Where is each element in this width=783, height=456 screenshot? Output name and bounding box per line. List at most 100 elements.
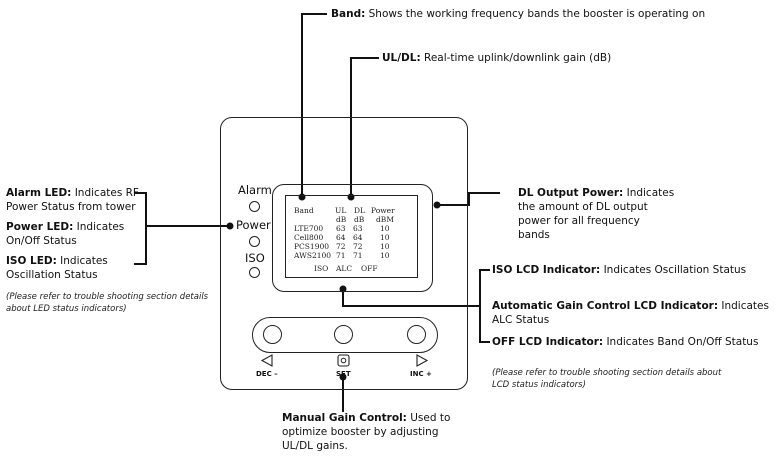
lcd-row-ul: 64 [336, 233, 346, 242]
lcd-header-band: Band [294, 206, 314, 215]
alc-text: Indicates ALC Status [492, 300, 769, 326]
dl-power-text: bands [518, 229, 550, 241]
alc-title: Automatic Gain Control LCD Indicator: [492, 300, 719, 312]
lcd-row-dl: 64 [353, 233, 363, 242]
lcd-row-dl: 63 [353, 224, 363, 233]
lcd-bezel [272, 184, 433, 292]
lcd-note-line: (Please refer to trouble shooting sectio… [492, 368, 722, 378]
dl-power-text: the amount of DL output [518, 201, 648, 213]
iso-led-annotation: ISO LED: Indicates Oscillation Status [6, 254, 108, 282]
dec-button[interactable] [263, 325, 282, 344]
ul-dl-text: Real-time uplink/downlink gain (dB) [420, 52, 612, 64]
booster-device [220, 117, 468, 390]
dl-power-dot [433, 201, 441, 209]
iso-led [249, 267, 260, 278]
lcd-row-power: 10 [380, 251, 390, 260]
manual-text: Used to [406, 412, 451, 424]
manual-text: UL/DL gains. [282, 440, 348, 452]
dec-label: DEC – [256, 370, 278, 378]
ul-dl-title: UL/DL: [382, 52, 421, 64]
off-title: OFF LCD Indicator: [492, 336, 604, 348]
lcd-row-power: 10 [380, 224, 390, 233]
lcd-row-power: 10 [380, 242, 390, 251]
dl-power-title: DL Output Power: [518, 187, 624, 199]
power-annotation: Power LED: Indicates On/Off Status [6, 220, 124, 248]
alc-dot [339, 285, 347, 293]
band-title: Band: [331, 8, 366, 20]
iso-led-title: ISO LED: [6, 255, 57, 267]
led-note-line: about LED status indicators) [6, 304, 127, 314]
lcd-unit-power: dBM [376, 215, 394, 224]
dl-power-text: power for all frequency [518, 215, 640, 227]
dl-power-text: Indicates [623, 187, 675, 199]
button-panel [252, 317, 438, 353]
alarm-annotation: Alarm LED: Indicates RF Power Status fro… [6, 186, 139, 214]
lcd-alc-indicator: ALC [336, 264, 353, 273]
manual-title: Manual Gain Control: [282, 412, 407, 424]
lcd-row-dl: 72 [353, 242, 363, 251]
lcd-row-band: Cell800 [294, 233, 324, 242]
lcd-note-line: LCD status indicators) [492, 380, 586, 390]
led-note: (Please refer to trouble shooting sectio… [6, 291, 208, 315]
power-led-label: Power [236, 218, 271, 232]
iso-led-label: ISO [245, 251, 265, 265]
lcd-unit-ul: dB [336, 215, 347, 224]
band-connector [301, 13, 327, 195]
alc-annotation: Automatic Gain Control LCD Indicator: In… [492, 299, 783, 327]
power-text: Indicates [73, 221, 125, 233]
lcd-screen [285, 195, 418, 278]
manual-annotation: Manual Gain Control: Used to optimize bo… [282, 411, 450, 453]
set-label: SET [336, 370, 351, 378]
lcd-note: (Please refer to trouble shooting sectio… [492, 367, 721, 391]
dl-power-connector [437, 192, 500, 206]
band-text: Shows the working frequency bands the bo… [365, 8, 706, 20]
set-icon [337, 354, 350, 367]
inc-arrow-icon [416, 354, 429, 367]
lcd-row-band: AWS2100 [294, 251, 332, 260]
lcd-row-power: 10 [380, 233, 390, 242]
lcd-row-ul: 72 [336, 242, 346, 251]
manual-dot [339, 373, 347, 381]
ul-dl-connector [350, 57, 379, 195]
iso-lcd-annotation: ISO LCD Indicator: Indicates Oscillation… [492, 263, 746, 277]
alarm-title: Alarm LED: [6, 187, 72, 199]
lcd-row-dl: 71 [353, 251, 363, 260]
ul-dl-annotation: UL/DL: Real-time uplink/downlink gain (d… [382, 51, 611, 65]
lcd-row-ul: 63 [336, 224, 346, 233]
lcd-iso-indicator: ISO [314, 264, 329, 273]
off-annotation: OFF LCD Indicator: Indicates Band On/Off… [492, 335, 758, 349]
iso-led-text: Indicates [56, 255, 108, 267]
alarm-text: Power Status from tower [6, 201, 136, 213]
lcd-off-indicator: OFF [361, 264, 378, 273]
lcd-row-band: PCS1900 [294, 242, 330, 251]
alarm-led [249, 201, 260, 212]
dec-arrow-icon [260, 354, 273, 367]
alarm-text: Indicates RF [71, 187, 139, 199]
lcd-row-band: LTE700 [294, 224, 324, 233]
alc-connector [342, 290, 480, 307]
dl-power-annotation: DL Output Power: Indicates the amount of… [518, 186, 674, 242]
led-bracket [134, 192, 147, 265]
power-title: Power LED: [6, 221, 74, 233]
lcd-header-power: Power [371, 206, 395, 215]
band-annotation: Band: Shows the working frequency bands … [331, 7, 705, 21]
power-led-dot [226, 222, 234, 230]
alarm-led-label: Alarm [238, 183, 272, 197]
iso-lcd-title: ISO LCD Indicator: [492, 264, 601, 276]
set-button[interactable] [334, 325, 353, 344]
lcd-unit-dl: dB [354, 215, 365, 224]
inc-label: INC + [410, 370, 432, 378]
power-led [249, 236, 260, 247]
led-note-line: (Please refer to trouble shooting sectio… [6, 292, 209, 302]
iso-led-text: Oscillation Status [6, 269, 98, 281]
manual-text: optimize booster by adjusting [282, 426, 439, 438]
off-text: Indicates Band On/Off Status [603, 336, 759, 348]
power-text: On/Off Status [6, 235, 77, 247]
lcd-header-ul: UL [335, 206, 347, 215]
iso-lcd-text: Indicates Oscillation Status [600, 264, 747, 276]
lcd-header-dl: DL [354, 206, 365, 215]
inc-button[interactable] [407, 325, 426, 344]
lcd-row-ul: 71 [336, 251, 346, 260]
lcd-bracket [479, 269, 490, 343]
